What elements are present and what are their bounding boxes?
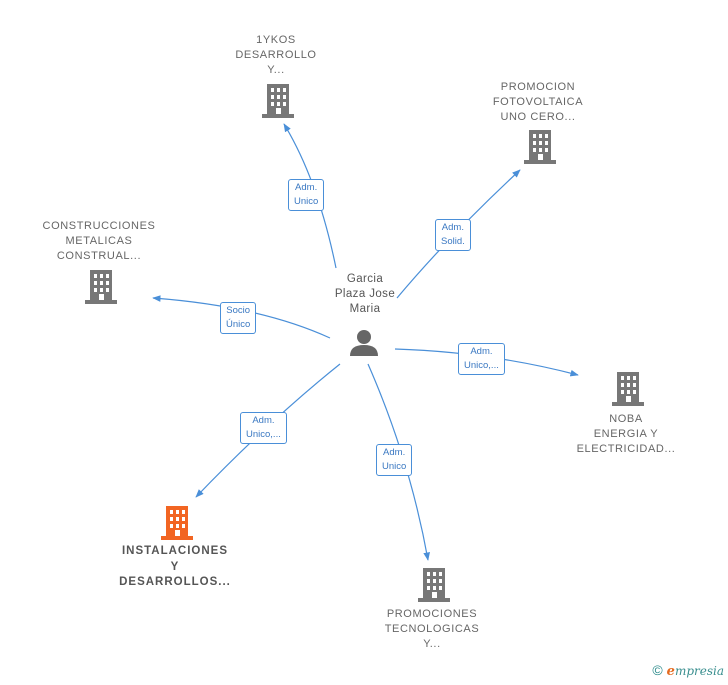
relation-label-promociones-tecnologicas[interactable]: Adm. Unico [376, 444, 413, 476]
relation-label-instalaciones-desarrollos[interactable]: Adm. Unico,... [240, 412, 287, 444]
copyright-symbol: © [652, 662, 663, 678]
relation-label-construcciones-metalicas[interactable]: Socio Único [220, 302, 257, 334]
building-icon[interactable] [524, 130, 556, 164]
brand-footer: ©empresia [652, 662, 724, 679]
person-icon[interactable] [349, 328, 379, 356]
building-icon[interactable] [612, 372, 644, 406]
brand-logo-text: mpresia [674, 664, 724, 678]
company-label-promocion-fotovoltaica[interactable]: PROMOCION FOTOVOLTAICA UNO CERO... [492, 81, 584, 123]
relation-label-noba-energia[interactable]: Adm. Unico,... [458, 343, 505, 375]
building-icon[interactable] [418, 568, 450, 602]
person-name[interactable]: Garcia Plaza Jose Maria [334, 273, 396, 315]
building-icon[interactable] [85, 270, 117, 304]
company-label-instalaciones-desarrollos[interactable]: INSTALACIONES Y DESARROLLOS... [119, 545, 231, 588]
relation-label-promocion-fotovoltaica[interactable]: Adm. Solid. [435, 219, 471, 251]
relation-label-1ykos[interactable]: Adm. Unico [288, 179, 325, 211]
company-label-construcciones-metalicas[interactable]: CONSTRUCCIONES METALICAS CONSTRUAL... [42, 220, 156, 262]
brand-logo-initial: e [666, 664, 675, 679]
building-icon[interactable] [262, 84, 294, 118]
building-icon[interactable] [161, 506, 193, 540]
company-label-promociones-tecnologicas[interactable]: PROMOCIONES TECNOLOGICAS Y... [384, 608, 480, 650]
company-label-noba-energia[interactable]: NOBA ENERGIA Y ELECTRICIDAD... [576, 413, 676, 455]
company-label-1ykos[interactable]: 1YKOS DESARROLLO Y... [235, 34, 317, 76]
